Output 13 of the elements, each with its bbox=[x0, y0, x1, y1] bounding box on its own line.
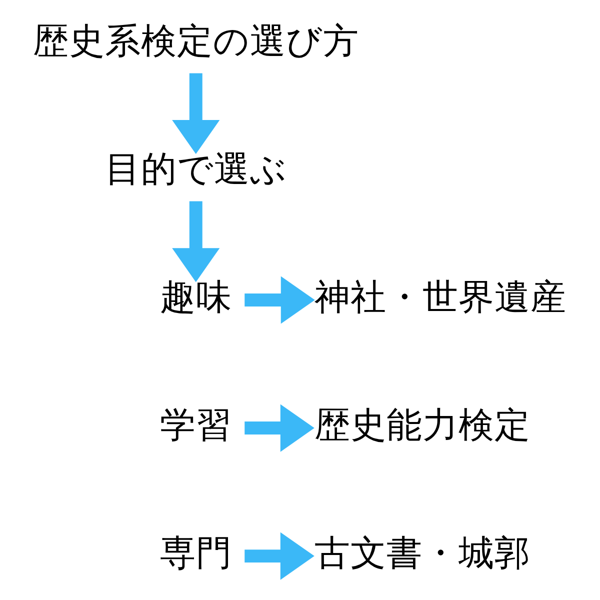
arrow bbox=[244, 532, 314, 580]
node-text: 目的で選ぶ bbox=[104, 149, 287, 190]
node-text: 古文書・城郭 bbox=[314, 533, 531, 574]
node-text: 趣味 bbox=[160, 277, 232, 318]
node-text: 神社・世界遺産 bbox=[314, 277, 567, 318]
node-text: 歴史系検定の選び方 bbox=[32, 21, 359, 62]
arrow bbox=[244, 276, 315, 324]
node-text: 専門 bbox=[160, 533, 232, 574]
node-text: 歴史能力検定 bbox=[314, 405, 531, 446]
arrow bbox=[172, 73, 220, 154]
node-text: 学習 bbox=[160, 405, 232, 446]
arrow bbox=[172, 201, 220, 282]
arrow bbox=[244, 404, 314, 452]
